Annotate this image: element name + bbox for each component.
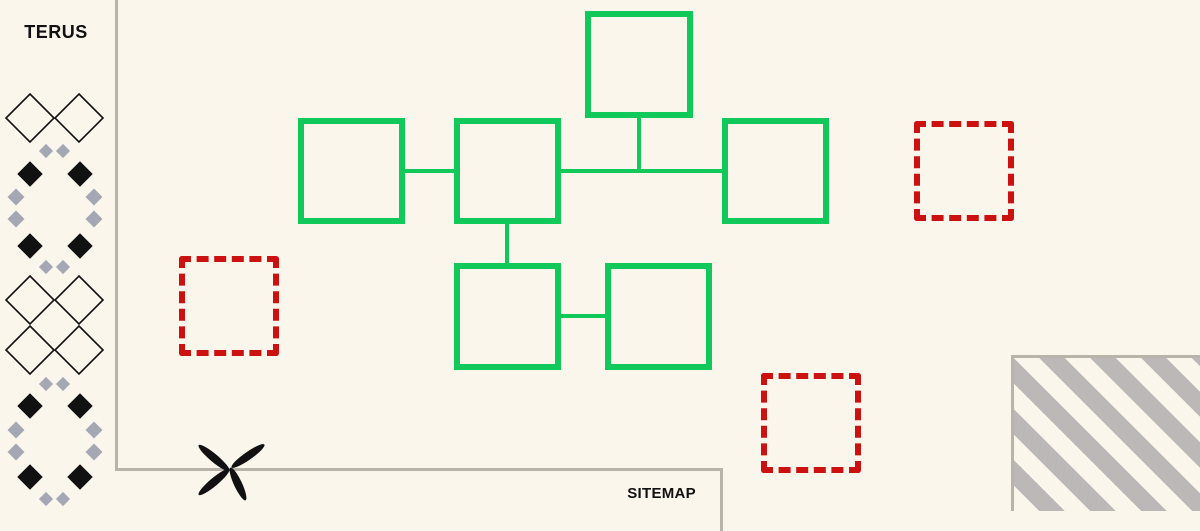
grey-diamond [38, 491, 54, 507]
black-diamond [17, 393, 43, 419]
pinwheel-icon [198, 444, 265, 501]
sidebar: TERUS [0, 0, 118, 508]
brand-logo[interactable]: TERUS [24, 22, 88, 42]
black-diamond [17, 464, 43, 490]
grey-diamond [38, 376, 54, 392]
hatched-panel [1011, 355, 1200, 511]
grey-diamond [85, 188, 103, 206]
outline-diamond [4, 92, 56, 144]
placeholder-right[interactable] [914, 121, 1014, 221]
grey-diamond [55, 376, 71, 392]
node-top[interactable] [585, 11, 693, 118]
placeholder-left[interactable] [179, 256, 279, 356]
grey-diamond [85, 210, 103, 228]
node-bottom-left[interactable] [454, 263, 561, 370]
sitemap-diagram [298, 11, 829, 370]
outline-diamond [53, 274, 105, 326]
grey-diamond [38, 259, 54, 275]
grey-diamond [85, 421, 103, 439]
black-diamond [67, 393, 93, 419]
grey-diamond [55, 259, 71, 275]
placeholder-bottom[interactable] [761, 373, 861, 473]
outline-diamond [4, 274, 56, 326]
sidebar-pattern [4, 92, 105, 507]
node-right[interactable] [722, 118, 829, 224]
grey-diamond [55, 491, 71, 507]
outline-diamond [4, 324, 56, 376]
outline-diamond [53, 324, 105, 376]
sitemap-link[interactable]: SITEMAP [627, 485, 696, 502]
black-diamond [67, 464, 93, 490]
outline-diamond [53, 92, 105, 144]
node-bottom-right[interactable] [605, 263, 712, 370]
node-center[interactable] [454, 118, 561, 224]
node-left[interactable] [298, 118, 405, 224]
grey-diamond [85, 443, 103, 461]
